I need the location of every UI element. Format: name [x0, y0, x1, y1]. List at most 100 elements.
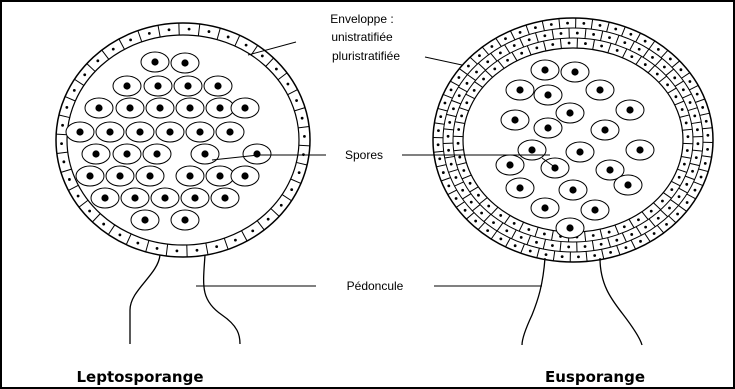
envelope-cell-nucleus [499, 52, 502, 55]
envelope-cell-nucleus [513, 44, 516, 47]
envelope-cell-nucleus [543, 233, 546, 236]
envelope-cell-nucleus [638, 48, 641, 51]
spore-nucleus [101, 194, 108, 201]
spore-nucleus [541, 204, 548, 211]
envelope-cell-nucleus [623, 41, 626, 44]
envelope-cell-nucleus [676, 213, 679, 216]
spore-nucleus [596, 86, 603, 93]
envelope-cell-nucleus [706, 148, 709, 151]
envelope-cell-nucleus [689, 80, 692, 83]
envelope-label-line2: unistratifiée [331, 30, 393, 44]
envelope-cell-nucleus [685, 122, 688, 125]
envelope-cell-nucleus [73, 89, 76, 92]
envelope-cell-nucleus [644, 226, 647, 229]
envelope-cell-nucleus [616, 49, 619, 52]
envelope-cell-nucleus [295, 99, 298, 102]
spore-nucleus [95, 104, 102, 111]
spore-nucleus [216, 172, 223, 179]
envelope-cell-nucleus [639, 240, 642, 243]
envelope-cell-nucleus [705, 120, 708, 123]
envelope-cell-nucleus [439, 115, 442, 118]
envelope-cell-nucleus [630, 55, 633, 58]
spore-nucleus [123, 150, 130, 157]
spore-nucleus [226, 128, 233, 135]
envelope-cell-nucleus [506, 59, 509, 62]
spore-nucleus [214, 82, 221, 89]
envelope-cell-nucleus [696, 128, 699, 131]
envelope-cell-nucleus [448, 121, 451, 124]
envelope-cell-nucleus [519, 31, 522, 34]
envelope-cell-nucleus [670, 188, 673, 191]
spore-nucleus [636, 146, 643, 153]
envelope-cell-nucleus [301, 117, 304, 120]
envelope-cell-nucleus [102, 223, 105, 226]
envelope-cell-nucleus [666, 83, 669, 86]
envelope-cell-nucleus [629, 33, 632, 36]
envelope-cell-nucleus [83, 73, 86, 76]
envelope-cell-nucleus [561, 255, 564, 258]
envelope-cell-nucleus [615, 239, 618, 242]
envelope-cell-nucleus [188, 28, 191, 31]
envelope-cell-nucleus [675, 95, 678, 98]
envelope-cell-nucleus [608, 231, 611, 234]
envelope-cell-nucleus [475, 71, 478, 74]
spore-nucleus [221, 194, 228, 201]
envelope-cell-nucleus [682, 88, 685, 91]
envelope-cell-nucleus [88, 210, 91, 213]
envelope-cell-nucleus [96, 59, 99, 62]
envelope-cell-nucleus [637, 218, 640, 221]
envelope-cell-nucleus [673, 76, 676, 79]
envelope-cell-nucleus [437, 143, 440, 146]
spore-nucleus [516, 86, 523, 93]
envelope-cell-nucleus [651, 56, 654, 59]
spore-nucleus [569, 186, 576, 193]
envelope-cell-nucleus [474, 220, 477, 223]
envelope-cell-nucleus [60, 142, 63, 145]
envelope-cell-nucleus [251, 229, 254, 232]
envelope-cell-nucleus [455, 197, 458, 200]
spore-nucleus [241, 172, 248, 179]
spore-nucleus [571, 68, 578, 75]
envelope-cell-nucleus [460, 114, 463, 117]
envelope-cell-nucleus [582, 22, 585, 25]
envelope-cell-nucleus [681, 108, 684, 111]
spore-nucleus [576, 148, 583, 155]
envelope-cell-nucleus [499, 214, 502, 217]
envelope-cell-nucleus [465, 101, 468, 104]
envelope-cell-nucleus [545, 253, 548, 256]
envelope-cell-nucleus [663, 66, 666, 69]
envelope-cell-nucleus [505, 229, 508, 232]
envelope-cell-nucleus [609, 251, 612, 254]
envelope-cell-nucleus [77, 195, 80, 198]
envelope-cell-nucleus [694, 189, 697, 192]
envelope-cell-nucleus [470, 201, 473, 204]
spore-nucleus [153, 150, 160, 157]
envelope-cell-nucleus [462, 169, 465, 172]
eusporange-title: Eusporange [545, 368, 645, 386]
envelope-cell-nucleus [168, 28, 171, 31]
spores-label: Spores [345, 148, 383, 162]
envelope-cell-nucleus [543, 34, 546, 37]
envelope-cell-nucleus [447, 135, 450, 138]
envelope-cell-nucleus [493, 68, 496, 71]
envelope-cell-nucleus [473, 89, 476, 92]
spore-nucleus [544, 91, 551, 98]
envelope-cell-nucleus [697, 142, 700, 145]
envelope-cell-nucleus [657, 217, 660, 220]
envelope-cell-nucleus [464, 209, 467, 212]
envelope-cell-nucleus [551, 43, 554, 46]
envelope-cell-nucleus [287, 83, 290, 86]
spore-nucleus [136, 128, 143, 135]
spore-nucleus [86, 172, 93, 179]
envelope-cell-nucleus [450, 163, 453, 166]
spore-nucleus [191, 194, 198, 201]
envelope-cell-nucleus [520, 236, 523, 239]
envelope-cell-nucleus [499, 237, 502, 240]
envelope-cell-nucleus [577, 256, 580, 259]
envelope-cell-nucleus [567, 246, 570, 249]
spore-nucleus [123, 82, 130, 89]
spore-nucleus [181, 59, 188, 66]
envelope-cell-nucleus [592, 234, 595, 237]
